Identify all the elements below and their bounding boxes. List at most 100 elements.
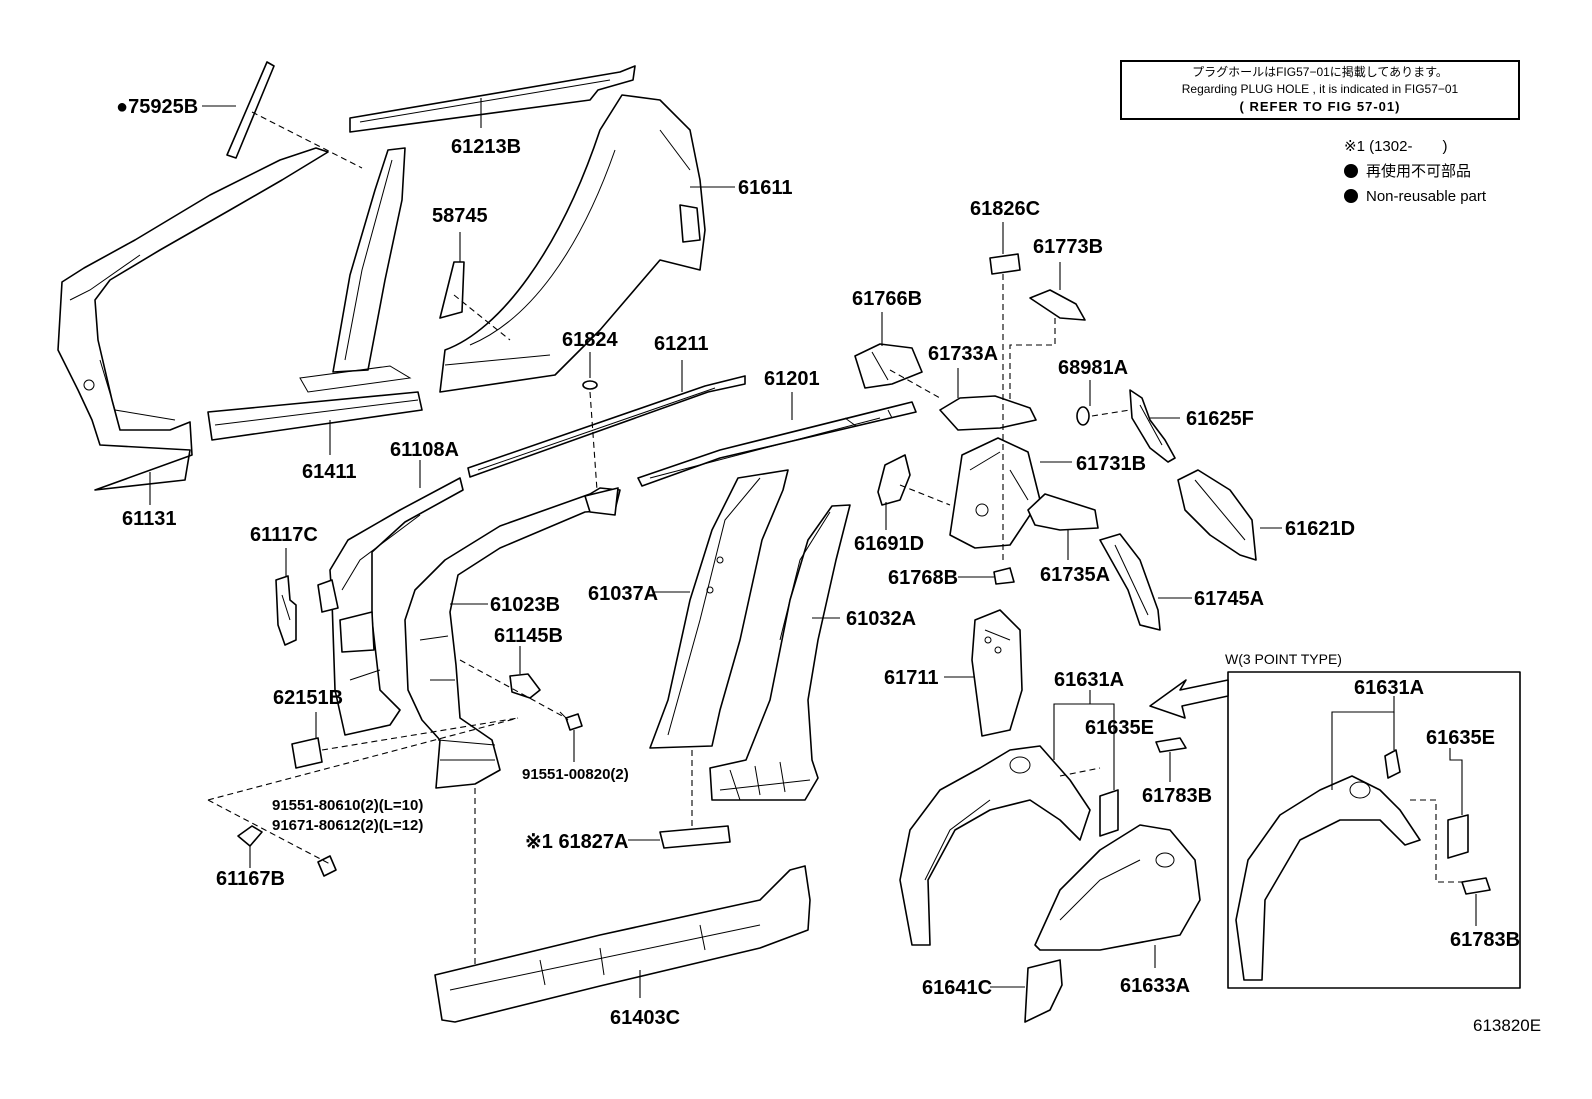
label-61745A[interactable]: 61745A — [1194, 588, 1264, 610]
inset-bracket[interactable] — [1384, 749, 1401, 779]
inset-arrow-icon — [1149, 679, 1229, 719]
part-61635E[interactable] — [1099, 789, 1119, 837]
legend-text-jp: 再使用不可部品 — [1366, 163, 1472, 180]
part-61032A[interactable] — [709, 504, 851, 801]
label-61131[interactable]: 61131 — [122, 508, 177, 530]
label-91671-80612[interactable]: 91671-80612(2)(L=12) — [272, 817, 423, 834]
part-61117C[interactable] — [275, 575, 297, 646]
label-61023B[interactable]: 61023B — [490, 594, 560, 616]
part-61211[interactable] — [467, 375, 746, 478]
part-61411[interactable] — [207, 365, 423, 441]
bullet-icon — [1344, 189, 1358, 203]
label-61403C[interactable]: 61403C — [610, 1007, 680, 1029]
label-61635E[interactable]: 61635E — [1085, 717, 1154, 739]
label-61773B[interactable]: 61773B — [1033, 236, 1103, 258]
part-61827A[interactable] — [659, 825, 731, 849]
part-61037A[interactable] — [649, 469, 789, 749]
part-61625F[interactable] — [1129, 389, 1176, 463]
note-reference: ( REFER TO FIG 57-01) — [1239, 99, 1401, 114]
part-61773B[interactable] — [1029, 289, 1086, 321]
part-61641C[interactable] — [1024, 959, 1063, 1023]
label-61766B[interactable]: 61766B — [852, 288, 922, 310]
label-58745[interactable]: 58745 — [432, 205, 488, 227]
label-91551-00820[interactable]: 91551-00820(2) — [522, 766, 629, 783]
part-61213B[interactable] — [349, 65, 636, 133]
label-61691D[interactable]: 61691D — [854, 533, 924, 555]
part-58745[interactable] — [439, 261, 465, 319]
inset-part-61631A[interactable] — [1235, 775, 1421, 981]
label-61824[interactable]: 61824 — [562, 329, 618, 351]
label-75925B[interactable]: ●75925B — [116, 96, 198, 118]
legend: ※1 (1302- ) 再使用不可部品 Non-reusable part — [1344, 134, 1486, 209]
label-61711[interactable]: 61711 — [884, 667, 939, 689]
label-68981A[interactable]: 68981A — [1058, 357, 1128, 379]
part-61826C[interactable] — [989, 253, 1021, 275]
label-61827A[interactable]: ※1 61827A — [525, 831, 629, 853]
part-61783B[interactable] — [1155, 737, 1187, 753]
part-91551-00820[interactable] — [559, 711, 583, 731]
part-61621D[interactable] — [1177, 469, 1257, 561]
label-61768B[interactable]: 61768B — [888, 567, 958, 589]
label-61117C[interactable]: 61117C — [250, 524, 318, 546]
legend-range: ※1 (1302- ) — [1344, 138, 1448, 155]
label-61411[interactable]: 61411 — [302, 461, 357, 483]
part-61023B[interactable] — [404, 487, 621, 789]
part-61108A[interactable] — [317, 477, 464, 736]
label-61731B[interactable]: 61731B — [1076, 453, 1146, 475]
label-inset-61635E[interactable]: 61635E — [1426, 727, 1495, 749]
part-61735A[interactable] — [1027, 493, 1099, 531]
part-center-pillar-outer — [332, 147, 406, 373]
part-61733A[interactable] — [939, 395, 1037, 431]
label-61611[interactable]: 61611 — [738, 177, 793, 199]
label-61733A[interactable]: 61733A — [928, 343, 998, 365]
part-61611[interactable] — [439, 94, 706, 393]
part-61145B[interactable] — [509, 673, 541, 699]
label-61032A[interactable]: 61032A — [846, 608, 916, 630]
label-61037A[interactable]: 61037A — [588, 583, 658, 605]
inset-title: W(3 POINT TYPE) — [1225, 651, 1342, 667]
label-61621D[interactable]: 61621D — [1285, 518, 1355, 540]
part-62151B[interactable] — [291, 737, 323, 769]
legend-item-en: Non-reusable part — [1344, 184, 1486, 209]
leader-lines — [149, 98, 1477, 998]
diagram-id: 613820E — [1473, 1016, 1542, 1035]
label-61633A[interactable]: 61633A — [1120, 975, 1190, 997]
part-61768B[interactable] — [993, 567, 1015, 585]
part-61711[interactable] — [971, 609, 1023, 737]
label-62151B[interactable]: 62151B — [273, 687, 343, 709]
part-61691D[interactable] — [877, 454, 911, 506]
label-91551-80610[interactable]: 91551-80610(2)(L=10) — [272, 797, 423, 814]
label-61783B[interactable]: 61783B — [1142, 785, 1212, 807]
part-61631A[interactable] — [899, 745, 1091, 946]
label-61625F[interactable]: 61625F — [1186, 408, 1254, 430]
part-61201[interactable] — [637, 401, 917, 487]
label-61201[interactable]: 61201 — [764, 368, 820, 390]
part-75925B[interactable] — [226, 61, 275, 159]
part-61403C[interactable] — [434, 865, 811, 1023]
label-61167B[interactable]: 61167B — [216, 868, 285, 890]
label-inset-61631A[interactable]: 61631A — [1354, 677, 1424, 699]
part-61131[interactable] — [57, 147, 329, 491]
note-line-en: Regarding PLUG HOLE , it is indicated in… — [1181, 82, 1459, 96]
part-68981A[interactable] — [1076, 406, 1090, 426]
label-61108A[interactable]: 61108A — [390, 439, 459, 461]
part-61745A[interactable] — [1099, 533, 1161, 631]
label-inset-61783B[interactable]: 61783B — [1450, 929, 1520, 951]
bolt-91551-80610[interactable] — [317, 855, 337, 877]
part-61766B[interactable] — [854, 343, 923, 389]
part-61167B[interactable] — [237, 825, 263, 847]
label-61145B[interactable]: 61145B — [494, 625, 563, 647]
inset-part-61783B[interactable] — [1461, 877, 1491, 895]
part-61633A[interactable] — [1034, 824, 1201, 951]
label-61213B[interactable]: 61213B — [451, 136, 521, 158]
inset-part-61635E[interactable] — [1447, 814, 1469, 859]
part-61824[interactable] — [582, 380, 598, 390]
label-61211[interactable]: 61211 — [654, 333, 709, 355]
label-61641C[interactable]: 61641C — [922, 977, 992, 999]
legend-text-en: Non-reusable part — [1366, 188, 1487, 205]
label-61631A[interactable]: 61631A — [1054, 669, 1124, 691]
part-labels: ●75925B 61213B 61611 58745 61824 61211 6… — [116, 96, 1520, 1029]
label-61735A[interactable]: 61735A — [1040, 564, 1110, 586]
part-61731B[interactable] — [949, 437, 1041, 549]
label-61826C[interactable]: 61826C — [970, 198, 1040, 220]
